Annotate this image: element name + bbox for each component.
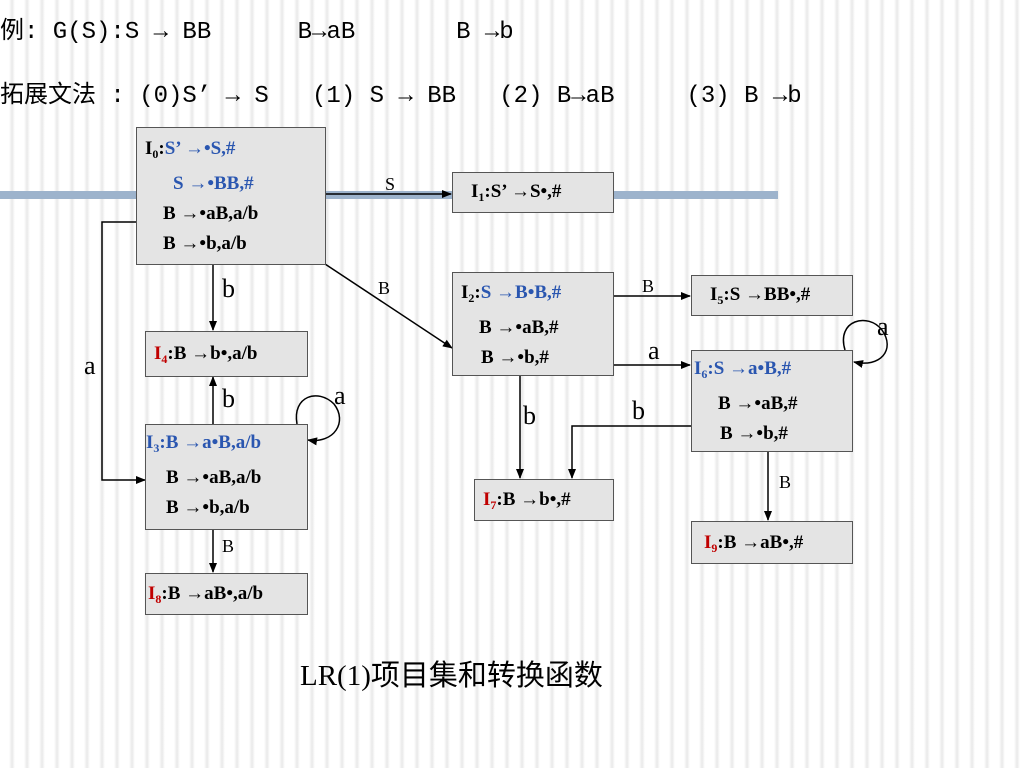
item-line: S’ →•S,# [164, 138, 236, 159]
item-line: S →B•B,# [480, 282, 562, 303]
loop-I6 [842, 319, 888, 368]
diagram-caption: LR(1)项目集和转换函数 [300, 660, 603, 692]
item-line: B →•b,# [481, 347, 549, 368]
item-line: B →•b,# [720, 423, 788, 444]
state-I2: I2:S →B•B,# B →•aB,# B →•b,# [452, 272, 614, 376]
loop-I3 [295, 395, 341, 446]
label-I6-I6: a [877, 312, 889, 341]
item-line: B →aB•,# [723, 532, 804, 553]
item-line: B →•aB,a/b [163, 203, 259, 224]
label-I0-I4: b [222, 274, 235, 303]
label-I2-I5: B [642, 276, 655, 296]
item-line: B →•aB,# [718, 393, 798, 414]
item-line: B →a•B,a/b [165, 432, 262, 453]
item-line: S’ →S•,# [490, 181, 562, 202]
state-I8: I8:B →aB•,a/b [145, 573, 308, 615]
label-I6-I9: B [779, 472, 792, 492]
augmented-grammar-line: 拓展文法 : (0)S’ → S (1) S → BB (2) B→aB (3)… [0, 83, 802, 110]
state-I5: I5:S →BB•,# [691, 275, 853, 316]
edge-I6-I7 [568, 425, 691, 479]
label-I6-I7: b [632, 396, 645, 425]
item-line: B →•b,a/b [166, 497, 250, 518]
state-I9: I9:B →aB•,# [691, 521, 853, 564]
label-I2-I7: b [523, 401, 536, 430]
item-line: B →aB•,a/b [167, 583, 264, 604]
edge-I0-I3 [101, 221, 146, 484]
label-I0-I1: S [385, 174, 396, 194]
state-I4: I4:B →b•,a/b [145, 331, 308, 377]
state-I6: I6:S →a•B,# B →•aB,# B →•b,# [691, 350, 853, 452]
item-line: S →•BB,# [173, 173, 254, 194]
item-line: B →•aB,a/b [166, 467, 262, 488]
label-I0-I2: B [378, 278, 391, 298]
label-I3-I3: a [334, 381, 346, 410]
state-I1: I1:S’ →S•,# [452, 172, 614, 213]
decorative-bar [0, 191, 778, 199]
state-I0: I0:S’ →•S,# S →•BB,# B →•aB,a/b B →•b,a/… [136, 127, 326, 265]
state-I7: I7:B →b•,# [474, 479, 614, 521]
label-I2-I6: a [648, 336, 660, 365]
item-line: B →b•,# [502, 489, 571, 510]
item-line: S →BB•,# [729, 284, 811, 305]
state-I3: I3:B →a•B,a/b B →•aB,a/b B →•b,a/b [145, 424, 308, 530]
label-I3-I8: B [222, 536, 235, 556]
label-I0-I3: a [84, 351, 96, 380]
item-line: B →•aB,# [479, 317, 559, 338]
item-line: S →a•B,# [713, 358, 792, 379]
edge-I0-I2 [321, 261, 453, 349]
grammar-line: 例: G(S):S → BB B→aB B →b [0, 19, 514, 46]
label-I3-I4: b [222, 384, 235, 413]
item-line: B →•b,a/b [163, 233, 247, 254]
item-line: B →b•,a/b [173, 343, 258, 364]
